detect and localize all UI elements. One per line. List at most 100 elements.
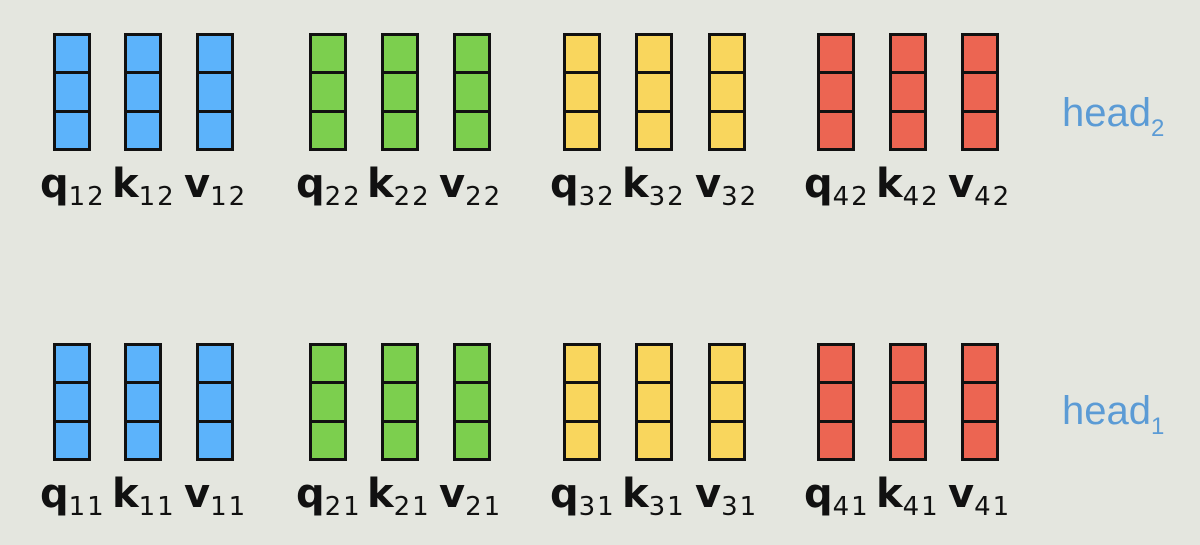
vector-cell (892, 423, 924, 458)
vector-v12 (196, 33, 234, 151)
label-k32: k32 (622, 161, 686, 212)
vector-q21 (309, 343, 347, 461)
label-q21: q21 (296, 471, 362, 522)
label-v12: v12 (184, 161, 248, 212)
vector-cell (964, 36, 996, 75)
vector-cell (456, 36, 488, 75)
vector-k32 (635, 33, 673, 151)
vector-k22 (381, 33, 419, 151)
vector-v32 (708, 33, 746, 151)
vector-cell (566, 36, 598, 75)
label-v41: v41 (948, 471, 1012, 522)
label-k11: k11 (112, 471, 176, 522)
label-v21: v21 (439, 471, 503, 522)
label-v11: v11 (184, 471, 248, 522)
vector-cell (820, 384, 852, 423)
label-q12: q12 (40, 161, 106, 212)
vector-cell (127, 384, 159, 423)
label-q22: q22 (296, 161, 362, 212)
vector-cell (964, 384, 996, 423)
vector-labels: q11 k11 v11 q21 k21 v21 q31 k31 v31 q41 … (0, 469, 1200, 529)
vector-cell (312, 423, 344, 458)
label-v22: v22 (439, 161, 503, 212)
vector-cell (638, 74, 670, 113)
vector-q42 (817, 33, 855, 151)
vector-cell (820, 113, 852, 148)
vector-cell (312, 384, 344, 423)
vector-cell (199, 384, 231, 423)
vector-cell (566, 113, 598, 148)
vector-cell (820, 423, 852, 458)
vector-cell (127, 74, 159, 113)
vector-cell (638, 36, 670, 75)
vector-cell (127, 423, 159, 458)
label-v42: v42 (948, 161, 1012, 212)
label-k22: k22 (367, 161, 431, 212)
vector-cell (127, 36, 159, 75)
vector-cell (711, 36, 743, 75)
vector-k21 (381, 343, 419, 461)
vector-q41 (817, 343, 855, 461)
vector-cell (199, 423, 231, 458)
vector-cell (312, 346, 344, 385)
vector-k42 (889, 33, 927, 151)
vector-cell (56, 113, 88, 148)
vector-cell (892, 113, 924, 148)
vector-cell (638, 113, 670, 148)
vector-cell (312, 36, 344, 75)
vector-v21 (453, 343, 491, 461)
vector-cell (384, 74, 416, 113)
vector-cell (56, 346, 88, 385)
vector-q31 (563, 343, 601, 461)
head-2-row: q12 k12 v12 q22 k22 v22 q32 k32 v32 q42 … (0, 33, 1200, 233)
vector-cell (56, 384, 88, 423)
vector-cell (711, 346, 743, 385)
vector-q22 (309, 33, 347, 151)
label-q42: q42 (804, 161, 870, 212)
label-q32: q32 (550, 161, 616, 212)
vector-cell (127, 113, 159, 148)
vector-cell (820, 74, 852, 113)
vector-cell (892, 384, 924, 423)
vector-cell (820, 36, 852, 75)
label-k31: k31 (622, 471, 686, 522)
label-q31: q31 (550, 471, 616, 522)
vector-k11 (124, 343, 162, 461)
vector-q12 (53, 33, 91, 151)
vector-k12 (124, 33, 162, 151)
vector-cell (892, 346, 924, 385)
vector-labels: q12 k12 v12 q22 k22 v22 q32 k32 v32 q42 … (0, 159, 1200, 219)
vector-cell (964, 346, 996, 385)
vector-cell (456, 74, 488, 113)
vector-cell (964, 74, 996, 113)
vector-cell (711, 74, 743, 113)
vector-cell (56, 74, 88, 113)
vector-cell (820, 346, 852, 385)
vector-cell (892, 74, 924, 113)
vector-cell (711, 384, 743, 423)
vector-q32 (563, 33, 601, 151)
vector-cell (456, 113, 488, 148)
label-k42: k42 (876, 161, 940, 212)
label-k12: k12 (112, 161, 176, 212)
vector-cell (566, 423, 598, 458)
vector-cell (384, 384, 416, 423)
vector-cell (456, 346, 488, 385)
vector-v42 (961, 33, 999, 151)
head-1-label: head1 (1062, 389, 1165, 440)
vector-cell (566, 346, 598, 385)
vector-cell (312, 74, 344, 113)
vector-cell (638, 346, 670, 385)
vector-cell (384, 36, 416, 75)
label-q11: q11 (40, 471, 106, 522)
vector-cell (964, 113, 996, 148)
vector-cell (199, 113, 231, 148)
vector-cell (638, 423, 670, 458)
label-k21: k21 (367, 471, 431, 522)
head-2-label: head2 (1062, 91, 1165, 142)
vector-cell (199, 74, 231, 113)
label-v32: v32 (695, 161, 759, 212)
head-1-row: q11 k11 v11 q21 k21 v21 q31 k31 v31 q41 … (0, 343, 1200, 543)
vector-k31 (635, 343, 673, 461)
vector-cell (384, 113, 416, 148)
